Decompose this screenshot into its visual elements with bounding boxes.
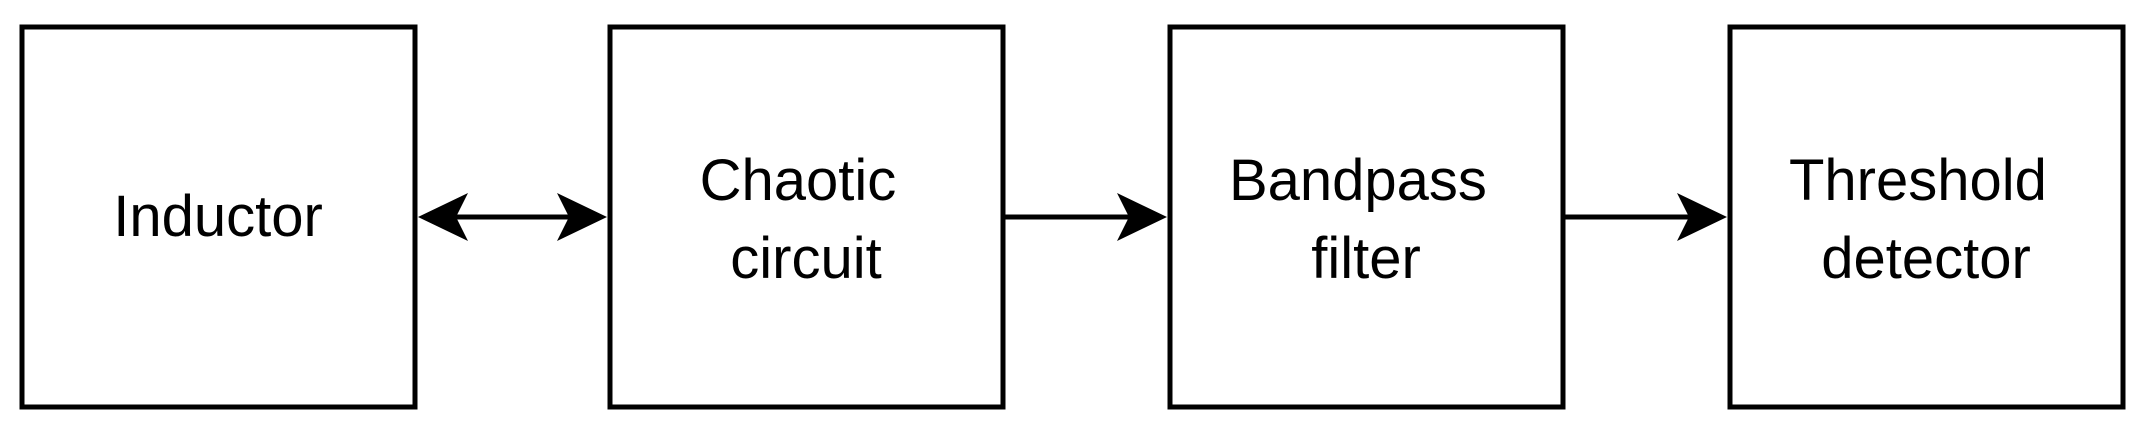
block-inductor: Inductor (19, 24, 418, 410)
block-label-line: circuit (730, 226, 881, 291)
block-label-line: filter (1311, 226, 1421, 291)
arrow-head-right-icon (1117, 193, 1167, 241)
block-label-line: detector (1821, 226, 2031, 291)
arrow-head-right-icon (557, 193, 607, 241)
arrow-head-right-icon (1677, 193, 1727, 241)
block-label-chaotic-circuit: Chaotic circuit (700, 148, 913, 291)
block-bandpass-filter: Bandpass filter (1167, 24, 1566, 410)
connector-inductor-chaotic-circuit (418, 193, 607, 241)
block-threshold-detector: Threshold detector (1727, 24, 2126, 410)
block-label-threshold-detector: Threshold detector (1789, 148, 2063, 291)
connector-chaotic-circuit-bandpass-filter (1005, 193, 1167, 241)
block-label-line: Threshold (1789, 148, 2047, 213)
block-chaotic-circuit: Chaotic circuit (607, 24, 1006, 410)
connector-bandpass-filter-threshold-detector (1565, 193, 1727, 241)
block-label-line: Bandpass (1229, 148, 1487, 213)
block-label-inductor: Inductor (113, 184, 323, 249)
block-label-line: Chaotic (700, 148, 897, 213)
block-label-bandpass-filter: Bandpass filter (1229, 148, 1503, 291)
arrow-head-left-icon (418, 193, 468, 241)
